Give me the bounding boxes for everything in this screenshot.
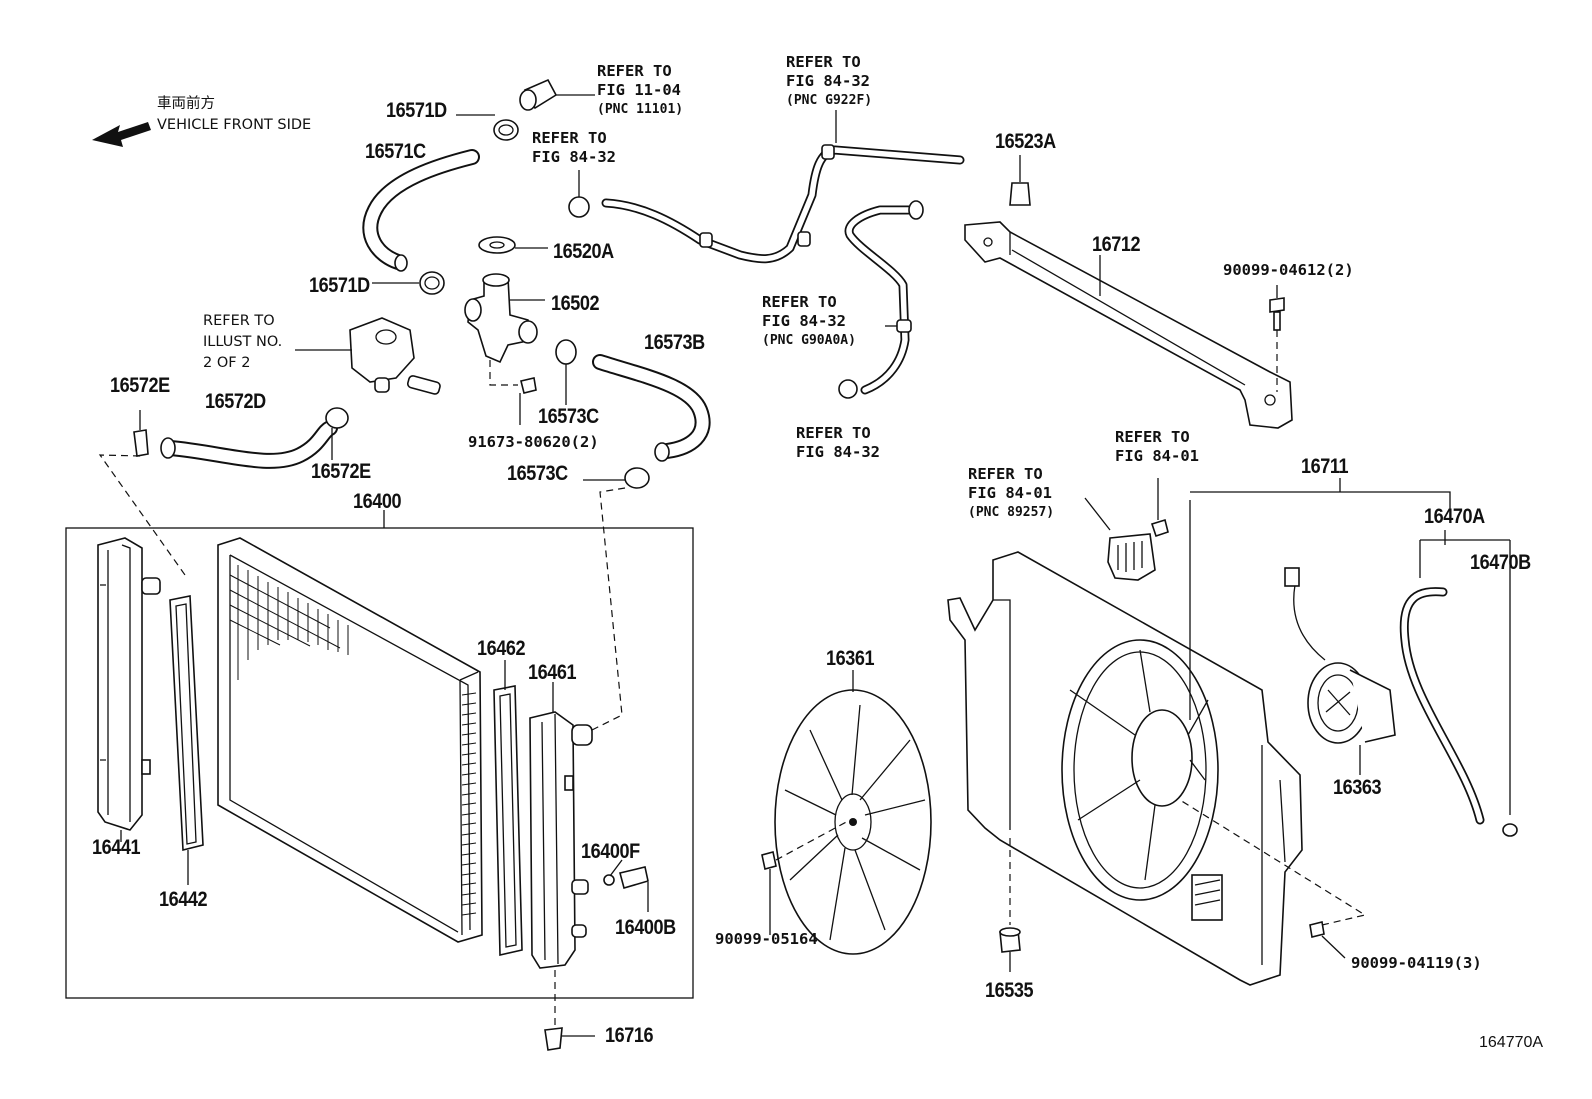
clamp-16572E-a [98, 410, 186, 576]
part-16572E-a: 16572E [110, 374, 170, 397]
part-16535: 16535 [985, 979, 1034, 1002]
part-16571D-top: 16571D [386, 99, 447, 122]
leader-16711 [1190, 478, 1451, 510]
radiator-assembly-box [65, 527, 694, 999]
shroud-16711 [947, 500, 1303, 986]
direction-jp: 車両前方 [157, 96, 215, 112]
hose-16470 [1399, 539, 1518, 837]
clamp-16571D-top [456, 114, 519, 141]
clamp-16572E-b [325, 407, 349, 460]
part-16361: 16361 [826, 647, 875, 670]
part-16520A: 16520A [553, 240, 614, 263]
bypass-valve-housing [295, 317, 441, 395]
part-16461: 16461 [528, 661, 577, 684]
water-inlet-16502 [464, 236, 548, 364]
diagram-id: 164770A [1479, 1034, 1544, 1051]
nut-90099-05164 [761, 819, 851, 935]
clamp-16573C-b [583, 467, 650, 731]
fan-motor-16363 [1284, 567, 1396, 775]
left-arrow-icon [92, 122, 151, 147]
part-16572E-b: 16572E [311, 460, 371, 483]
clamp-16573C-a [555, 339, 577, 405]
radiator-gasket-left [169, 595, 204, 885]
screw-90099-04119 [1179, 799, 1367, 959]
pipe-g922f [601, 110, 965, 264]
radiator-left-tank [97, 537, 161, 842]
part-16400B: 16400B [615, 916, 676, 939]
resistor-89257 [1084, 497, 1156, 581]
hose-16572D [160, 420, 338, 469]
part-16400: 16400 [353, 490, 402, 513]
part-16571D-low: 16571D [309, 274, 370, 297]
part-16441: 16441 [92, 836, 141, 859]
part-16470A: 16470A [1424, 505, 1485, 528]
part-16712: 16712 [1092, 233, 1141, 256]
part-16573C-b: 16573C [507, 462, 568, 485]
part-16523A: 16523A [995, 130, 1056, 153]
part-16573B: 16573B [644, 331, 705, 354]
drain-cock-plug [603, 859, 649, 912]
water-outlet-11101 [519, 78, 595, 111]
part-16573C-a: 16573C [538, 405, 599, 428]
fan-16361 [774, 670, 932, 955]
clamp-16571D-low [372, 271, 445, 295]
clamp-refer-84-32 [568, 170, 590, 218]
radiator-right-tank [529, 682, 593, 969]
bolt-91673 [489, 360, 537, 425]
drain-plug-16716 [544, 970, 595, 1051]
part-16572D: 16572D [205, 390, 266, 413]
part-16442: 16442 [159, 888, 208, 911]
part-16462: 16462 [477, 637, 526, 660]
pipe-g90a0a [838, 200, 924, 399]
part-16363: 16363 [1333, 776, 1382, 799]
bolt-90099-04612 [1269, 285, 1285, 392]
part-90099-04119: 90099-04119(3) [1351, 954, 1482, 972]
direction-en: VEHICLE FRONT SIDE [157, 117, 312, 133]
part-91673: 91673-80620(2) [468, 433, 599, 451]
part-90099-04612: 90099-04612(2) [1223, 261, 1354, 279]
cushion-16535 [999, 838, 1021, 972]
cushion-16523A [1009, 155, 1031, 206]
bolt-refer-84-01 [1150, 478, 1169, 538]
hose-16571C [362, 149, 480, 272]
part-16470B: 16470B [1470, 551, 1531, 574]
part-16400F: 16400F [581, 840, 640, 863]
hose-16573B [592, 354, 711, 462]
part-16502: 16502 [551, 292, 600, 315]
radiator-core [217, 537, 483, 943]
part-16716: 16716 [605, 1024, 654, 1047]
radiator-gasket-right [493, 660, 523, 956]
support-16712 [964, 221, 1293, 429]
part-16711: 16711 [1301, 455, 1349, 478]
part-16571C: 16571C [365, 140, 426, 163]
part-90099-05164: 90099-05164 [715, 930, 818, 948]
